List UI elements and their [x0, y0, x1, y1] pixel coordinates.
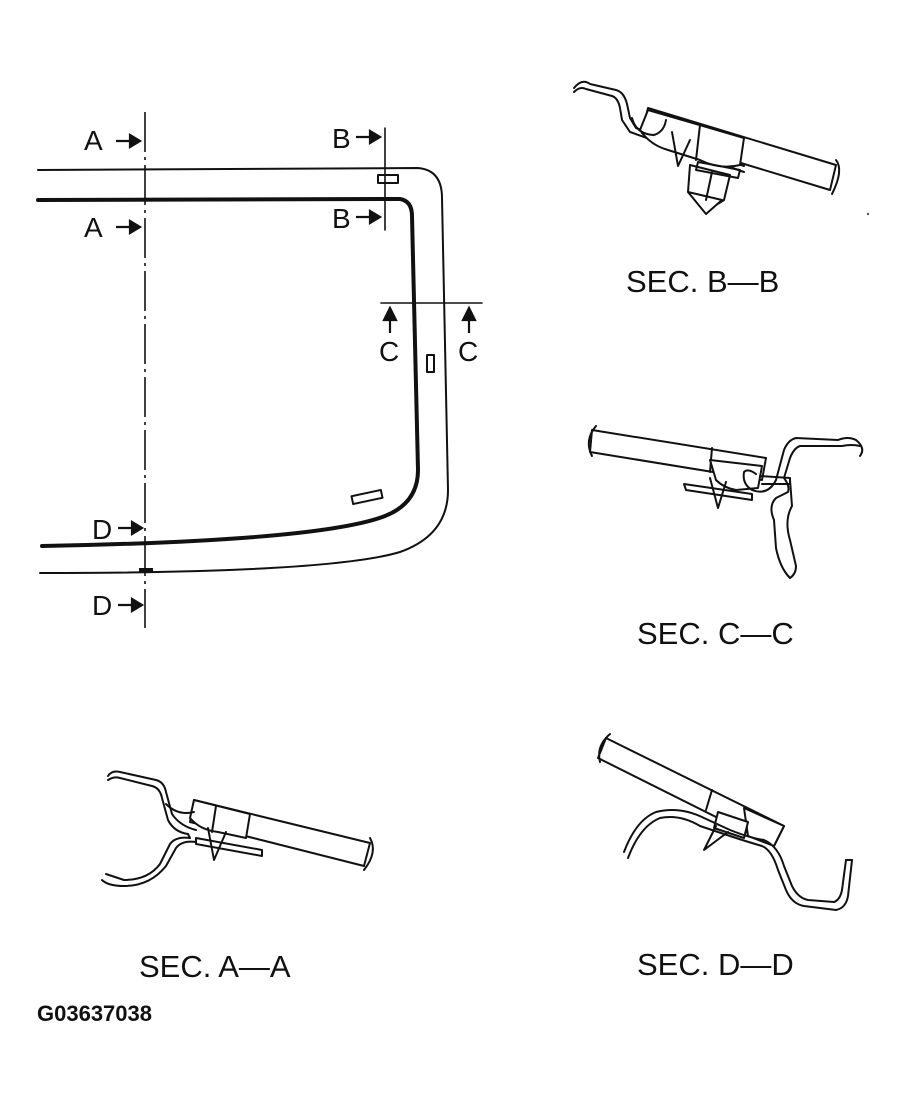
- stud-line: [705, 171, 713, 201]
- clip-leg: [207, 827, 227, 861]
- cut-marker-c-left: C: [379, 305, 399, 367]
- glass-break: [587, 425, 597, 457]
- clip-marker-top: [377, 174, 399, 184]
- cut-marker-b-bottom: B: [332, 203, 383, 234]
- arrow-up-icon: [382, 305, 398, 333]
- glass-break: [363, 837, 374, 871]
- body-panel-lower: [101, 840, 197, 887]
- cut-label-d-top: D: [92, 514, 112, 545]
- body-panel: [627, 816, 853, 911]
- body-opening-line: [37, 167, 449, 574]
- body-panel-inner: [623, 809, 847, 903]
- window-outline-view: [36, 112, 483, 628]
- cut-marker-b-top: B: [332, 123, 383, 154]
- body-panel: [573, 80, 745, 167]
- arrow-right-icon: [118, 597, 145, 613]
- molding-clip: [189, 799, 251, 839]
- cut-label-c-right: C: [458, 336, 478, 367]
- body-panel-inner: [770, 444, 861, 579]
- molding-clip: [639, 109, 745, 168]
- panel-break: [855, 439, 864, 457]
- arrow-right-icon: [116, 133, 143, 149]
- clip-divider: [695, 124, 701, 161]
- body-flange: [759, 475, 791, 485]
- body-panel: [742, 437, 857, 493]
- section-aa-drawing: [101, 770, 374, 887]
- clip-leg: [671, 131, 691, 167]
- clip-marker-side: [426, 354, 435, 373]
- cut-label-a-top: A: [84, 125, 103, 156]
- cut-label-a-bottom: A: [84, 212, 103, 243]
- glass-edge-line: [36, 197, 420, 548]
- arrow-up-icon: [461, 305, 477, 333]
- clip-divider: [211, 805, 217, 833]
- clip-base: [683, 483, 753, 501]
- section-bb-label: SEC. B—B: [626, 264, 779, 299]
- glass-break: [598, 733, 611, 763]
- molding-clip: [709, 459, 763, 491]
- clip-leg: [703, 825, 729, 851]
- clip-base: [195, 837, 263, 857]
- arrow-right-icon: [356, 209, 383, 225]
- stud-flange: [695, 161, 741, 179]
- clip-marker-bottom: [350, 488, 384, 506]
- section-cc-label: SEC. C—C: [637, 616, 794, 651]
- glass-divider: [705, 789, 713, 811]
- cut-marker-a-bottom: A: [84, 212, 143, 243]
- cut-marker-a-top: A: [84, 125, 143, 156]
- section-aa-label: SEC. A—A: [139, 949, 291, 984]
- cut-label-d-bottom: D: [92, 590, 112, 621]
- clip-hook: [165, 803, 195, 814]
- arrow-right-icon: [118, 520, 145, 536]
- figure-code: G03637038: [37, 1001, 152, 1026]
- cut-marker-d-bottom: D: [92, 590, 145, 621]
- stray-dot: [866, 212, 870, 216]
- stud-tip: [687, 191, 723, 215]
- glass-break: [831, 159, 841, 195]
- body-panel: [107, 770, 197, 831]
- cut-label-c-left: C: [379, 336, 399, 367]
- cut-marker-d-top: D: [92, 514, 145, 545]
- section-cc-drawing: [587, 425, 864, 579]
- cut-label-b-top: B: [332, 123, 351, 154]
- section-dd-drawing: [597, 733, 853, 911]
- clip-marker-lower-center: [139, 568, 153, 573]
- body-panel-inner: [573, 87, 745, 173]
- arrow-right-icon: [116, 219, 143, 235]
- section-bb-drawing: [573, 80, 841, 215]
- section-dd-label: SEC. D—D: [637, 947, 794, 982]
- cut-marker-c-right: C: [458, 305, 478, 367]
- clip-hook: [631, 117, 667, 136]
- arrow-right-icon: [356, 129, 383, 145]
- body-panel-inner: [105, 776, 191, 881]
- cut-label-b-bottom: B: [332, 203, 351, 234]
